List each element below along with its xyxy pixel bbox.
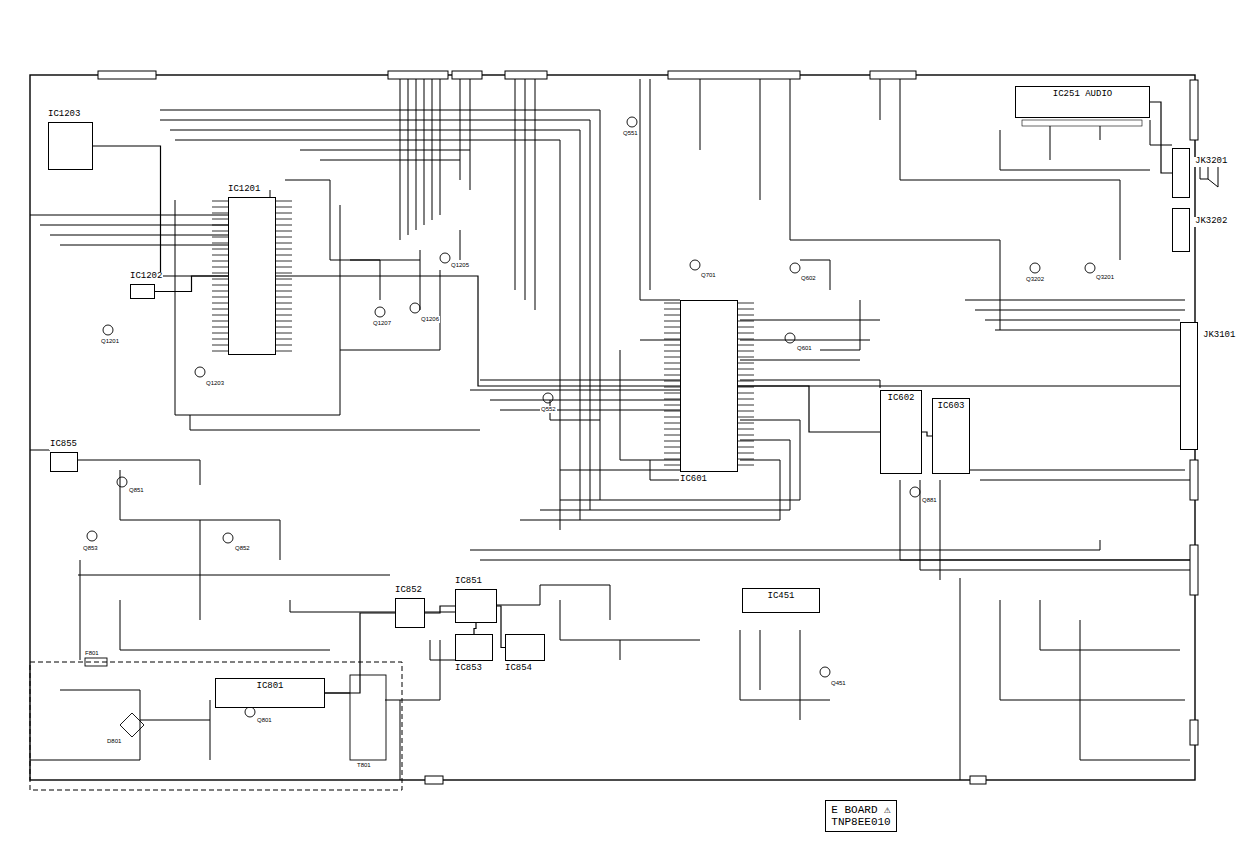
part-reference: IC851: [454, 577, 483, 587]
ic-package: IC1202: [130, 284, 155, 299]
part-reference: TNP8EE010: [830, 816, 891, 828]
ic-package: IC853: [455, 634, 493, 661]
signal-wire: [425, 606, 455, 613]
part-reference: Q1201: [100, 338, 120, 345]
ic-package: IC852: [395, 598, 425, 628]
part-reference: Q853: [82, 545, 99, 552]
signal-wire: [93, 146, 228, 276]
board-title-box: E BOARD ⚠TNP8EE010: [825, 800, 897, 832]
part-reference: IC601: [679, 475, 708, 485]
part-reference: Q602: [800, 275, 817, 282]
part-reference: IC603: [936, 402, 965, 412]
part-reference: D801: [106, 738, 122, 745]
part-reference: IC451: [766, 592, 795, 602]
part-reference: F801: [84, 650, 100, 657]
primary-region: [30, 662, 402, 790]
part-reference: IC251 AUDIO: [1052, 90, 1113, 100]
ic-package: IC854: [505, 634, 545, 661]
part-reference: Q801: [256, 717, 273, 724]
ic-package: IC855: [50, 452, 78, 472]
ic-package: IC801: [215, 678, 325, 708]
ic-package: IC851: [455, 589, 497, 623]
ic-package: JK3101: [1180, 322, 1198, 450]
ic-package: IC251 AUDIO: [1015, 86, 1150, 118]
part-reference: Q3202: [1025, 276, 1045, 283]
part-reference: JK3101: [1202, 331, 1236, 341]
part-reference: E BOARD ⚠: [830, 804, 891, 816]
part-reference: Q1203: [205, 380, 225, 387]
signal-wire: [738, 386, 880, 432]
ic-package: IC602: [880, 390, 922, 474]
part-reference: IC1202: [129, 272, 163, 282]
signal-wire: [155, 276, 228, 292]
part-reference: IC1201: [227, 185, 261, 195]
ic-package: IC1201: [228, 197, 276, 355]
ic-package: JK3201: [1172, 148, 1190, 198]
part-reference: JK3202: [1194, 217, 1228, 227]
part-reference: Q701: [700, 272, 717, 279]
part-reference: Q3201: [1095, 274, 1115, 281]
part-reference: Q551: [622, 130, 639, 137]
ic-package: IC1203: [48, 122, 93, 170]
part-reference: Q1205: [450, 262, 470, 269]
part-reference: IC854: [504, 664, 533, 674]
board-outline: [30, 75, 1195, 780]
signal-wire: [474, 623, 476, 634]
signal-wire: [922, 432, 932, 436]
part-reference: Q881: [921, 497, 938, 504]
ic-package: JK3202: [1172, 208, 1190, 252]
part-reference: IC1203: [47, 110, 81, 120]
part-reference: Q552: [540, 406, 557, 413]
part-reference: IC852: [394, 586, 423, 596]
signal-wire: [497, 606, 505, 648]
signal-wire: [276, 276, 680, 386]
part-reference: IC602: [886, 394, 915, 404]
part-reference: Q852: [234, 545, 251, 552]
part-reference: Q451: [830, 680, 847, 687]
part-reference: Q601: [796, 345, 813, 352]
ic-package: IC601: [680, 300, 738, 472]
ic-package: IC451: [742, 588, 820, 613]
signal-wire: [325, 613, 395, 693]
part-reference: Q1206: [420, 316, 440, 323]
part-reference: Q851: [128, 487, 145, 494]
part-reference: IC853: [454, 664, 483, 674]
signal-wire: [738, 385, 1180, 386]
part-reference: JK3201: [1194, 157, 1228, 167]
part-reference: Q1207: [372, 320, 392, 327]
part-reference: T801: [356, 762, 372, 769]
part-reference: IC855: [49, 440, 78, 450]
ic-package: IC603: [932, 398, 970, 474]
part-reference: IC801: [255, 682, 284, 692]
signal-wire: [1150, 102, 1172, 173]
